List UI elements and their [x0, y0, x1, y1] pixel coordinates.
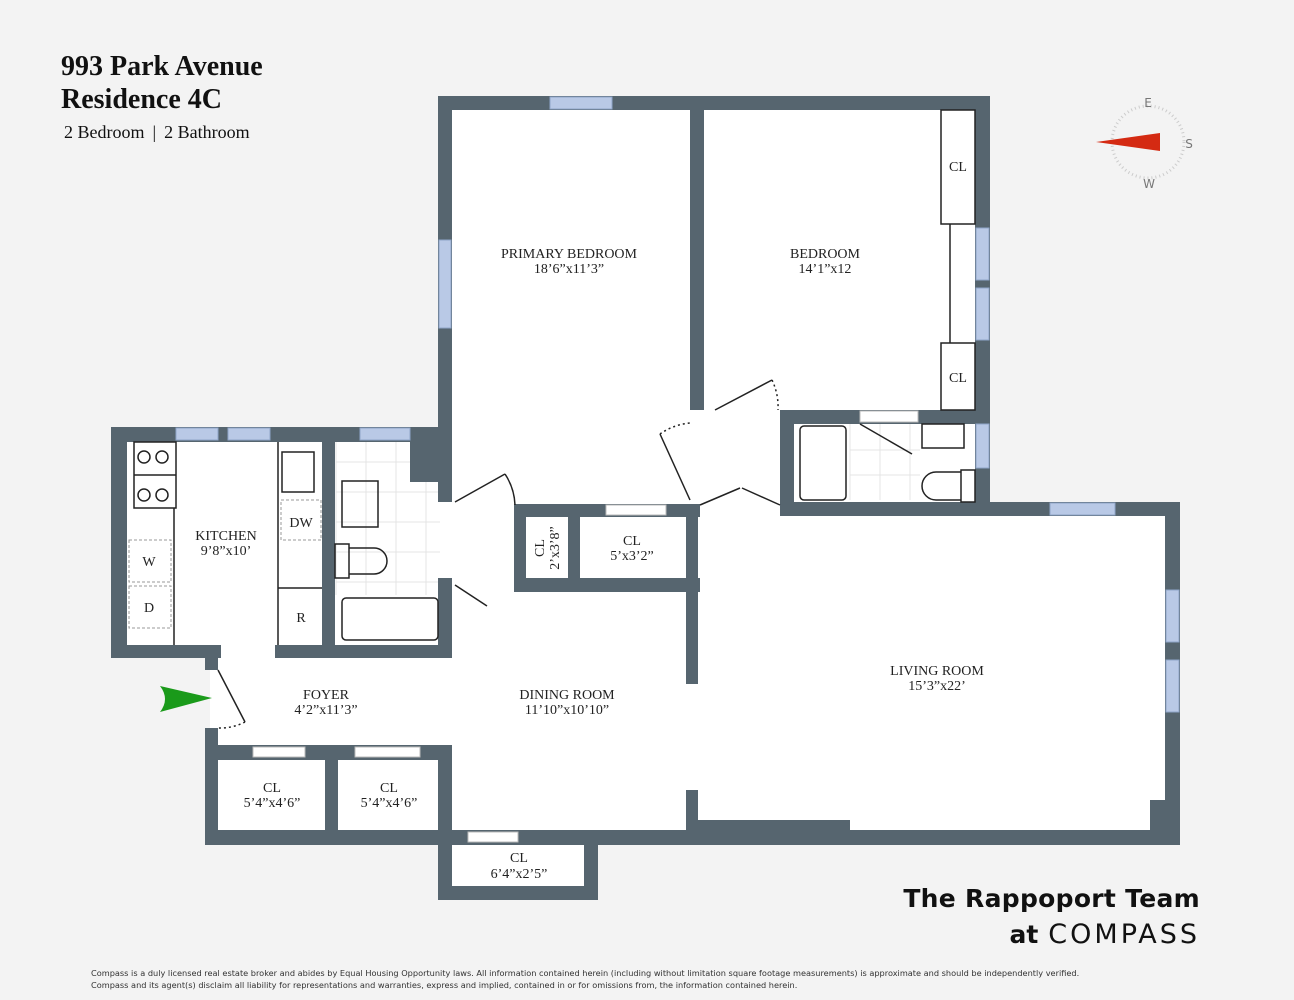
listing-title: 993 Park Avenue Residence 4C — [61, 50, 263, 116]
refrigerator-label: R — [296, 611, 306, 626]
walls — [111, 96, 1180, 900]
living-room-size: 15’3”x22’ — [908, 679, 966, 694]
compass-e: E — [1144, 96, 1152, 110]
compass-w: W — [1143, 177, 1155, 191]
bath-tiles — [335, 424, 920, 595]
team-name: The Rappoport Team — [903, 884, 1200, 913]
closet-label: CL — [949, 160, 967, 175]
appliance-outlines — [128, 499, 322, 629]
dining-room-label: DINING ROOM — [519, 688, 615, 703]
primary-bedroom-size: 18’6”x11’3” — [534, 262, 604, 277]
closet-label: CL — [510, 851, 528, 866]
closet-label: CL — [623, 534, 641, 549]
bathroom-count: 2 Bathroom — [164, 122, 250, 142]
living-room-label: LIVING ROOM — [890, 664, 984, 679]
washer-label: W — [142, 555, 156, 570]
primary-bedroom-label: PRIMARY BEDROOM — [501, 247, 638, 262]
closet-size: 5’x3’2” — [610, 549, 654, 564]
compass-rose-icon: E S W — [1096, 96, 1193, 191]
closet-size: 6’4”x2’5” — [491, 867, 548, 882]
closet-size: 2’x3’8” — [548, 526, 563, 570]
fixtures — [133, 109, 976, 729]
bedroom-size: 14’1”x12 — [799, 262, 852, 277]
entry-arrow-icon — [160, 686, 212, 712]
kitchen-label: KITCHEN — [195, 529, 256, 544]
foyer-size: 4’2”x11’3” — [294, 703, 357, 718]
dryer-label: D — [144, 601, 154, 616]
brand-block: The Rappoport Team at COMPASS — [903, 884, 1200, 950]
bedroom-label: BEDROOM — [790, 247, 861, 262]
bedroom-count: 2 Bedroom — [64, 122, 145, 142]
disclaimer-line-1: Compass is a duly licensed real estate b… — [91, 968, 1080, 978]
kitchen-size: 9’8”x10’ — [201, 544, 252, 559]
disclaimer-line-2: Compass and its agent(s) disclaim all li… — [91, 980, 798, 990]
closet-label: CL — [949, 371, 967, 386]
closet-label: CL — [533, 539, 548, 557]
dining-room-size: 11’10”x10’10” — [525, 703, 609, 718]
closet-label: CL — [263, 781, 281, 796]
closet-size: 5’4”x4’6” — [244, 796, 301, 811]
windows — [175, 96, 1180, 843]
floors — [120, 108, 1180, 895]
closet-size: 5’4”x4’6” — [361, 796, 418, 811]
compass-logo: COMPASS — [1048, 919, 1200, 950]
dishwasher-label: DW — [289, 516, 313, 531]
compass-s: S — [1185, 137, 1193, 151]
address: 993 Park Avenue — [61, 51, 263, 82]
separator: | — [152, 122, 157, 142]
unit-summary: 2 Bedroom | 2 Bathroom — [64, 122, 250, 143]
residence: Residence 4C — [61, 84, 222, 115]
foyer-label: FOYER — [303, 688, 350, 703]
closet-label: CL — [380, 781, 398, 796]
room-labels: PRIMARY BEDROOM 18’6”x11’3” BEDROOM 14’1… — [142, 160, 984, 882]
disclaimer: Compass is a duly licensed real estate b… — [91, 967, 1079, 991]
brand-at: at — [1009, 920, 1039, 949]
